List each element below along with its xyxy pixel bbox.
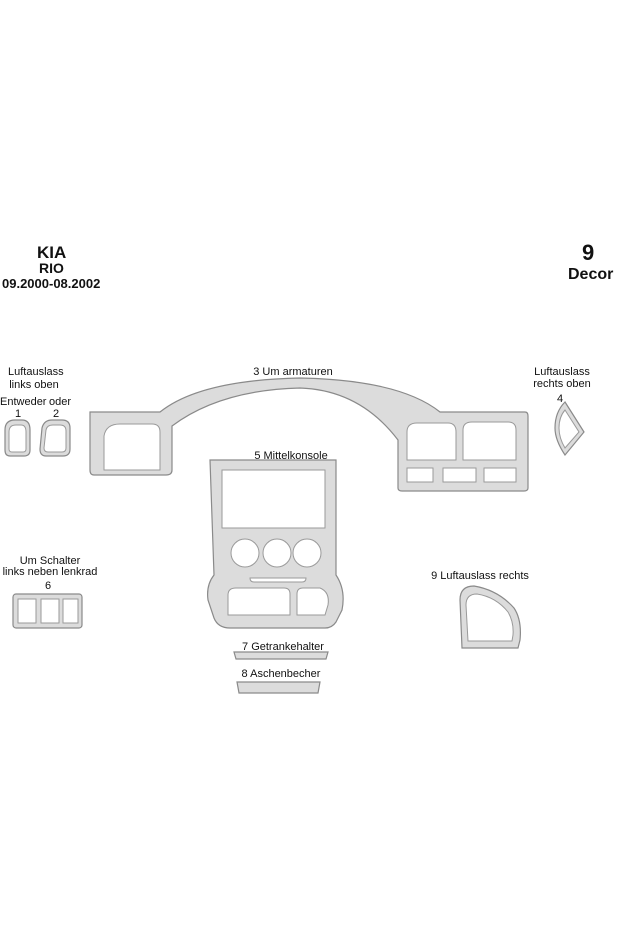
ashtray-label: 8 Aschenbecher bbox=[241, 668, 321, 680]
vent-right-label-line1: Luftauslass bbox=[534, 366, 590, 378]
vent-left-label-line2: links oben bbox=[9, 379, 59, 391]
part-9-vent-right-lower bbox=[459, 585, 521, 649]
console-label: 5 Mittelkonsole bbox=[254, 450, 328, 462]
part-number-4: 4 bbox=[556, 393, 564, 405]
years-range: 09.2000-08.2002 bbox=[2, 276, 101, 291]
vent-right-label-line2: rechts oben bbox=[533, 378, 591, 390]
part-7-cupholder-strip bbox=[233, 651, 329, 660]
switch-label-line2: links neben lenkrad bbox=[2, 566, 98, 578]
cupholder-label: 7 Getrankehalter bbox=[242, 641, 324, 653]
part-number-1: 1 bbox=[14, 408, 22, 420]
part-2-vent-left-alt bbox=[39, 419, 71, 457]
either-label: Entweder bbox=[0, 396, 47, 408]
part-number-6: 6 bbox=[44, 580, 52, 592]
part-6-switch-surround bbox=[12, 593, 83, 629]
part-4-vent-right-top bbox=[554, 401, 585, 457]
part-number-2: 2 bbox=[52, 408, 60, 420]
part-8-ashtray-strip bbox=[236, 681, 321, 694]
dash-label: 3 Um armaturen bbox=[253, 366, 333, 378]
switch-label-line1: Um Schalter bbox=[19, 555, 81, 567]
brand-title: KIA bbox=[37, 243, 67, 262]
model-title: RIO bbox=[39, 260, 64, 276]
product-title: Decor bbox=[568, 266, 614, 283]
or-label: oder bbox=[48, 396, 72, 408]
part-count: 9 bbox=[582, 240, 595, 265]
vent-right-lower-label: 9 Luftauslass rechts bbox=[431, 570, 529, 582]
part-1-vent-left bbox=[4, 419, 31, 457]
part-5-center-console bbox=[207, 459, 344, 629]
vent-left-label-line1: Luftauslass bbox=[8, 366, 64, 378]
part-3-dashboard-surround bbox=[89, 377, 529, 492]
